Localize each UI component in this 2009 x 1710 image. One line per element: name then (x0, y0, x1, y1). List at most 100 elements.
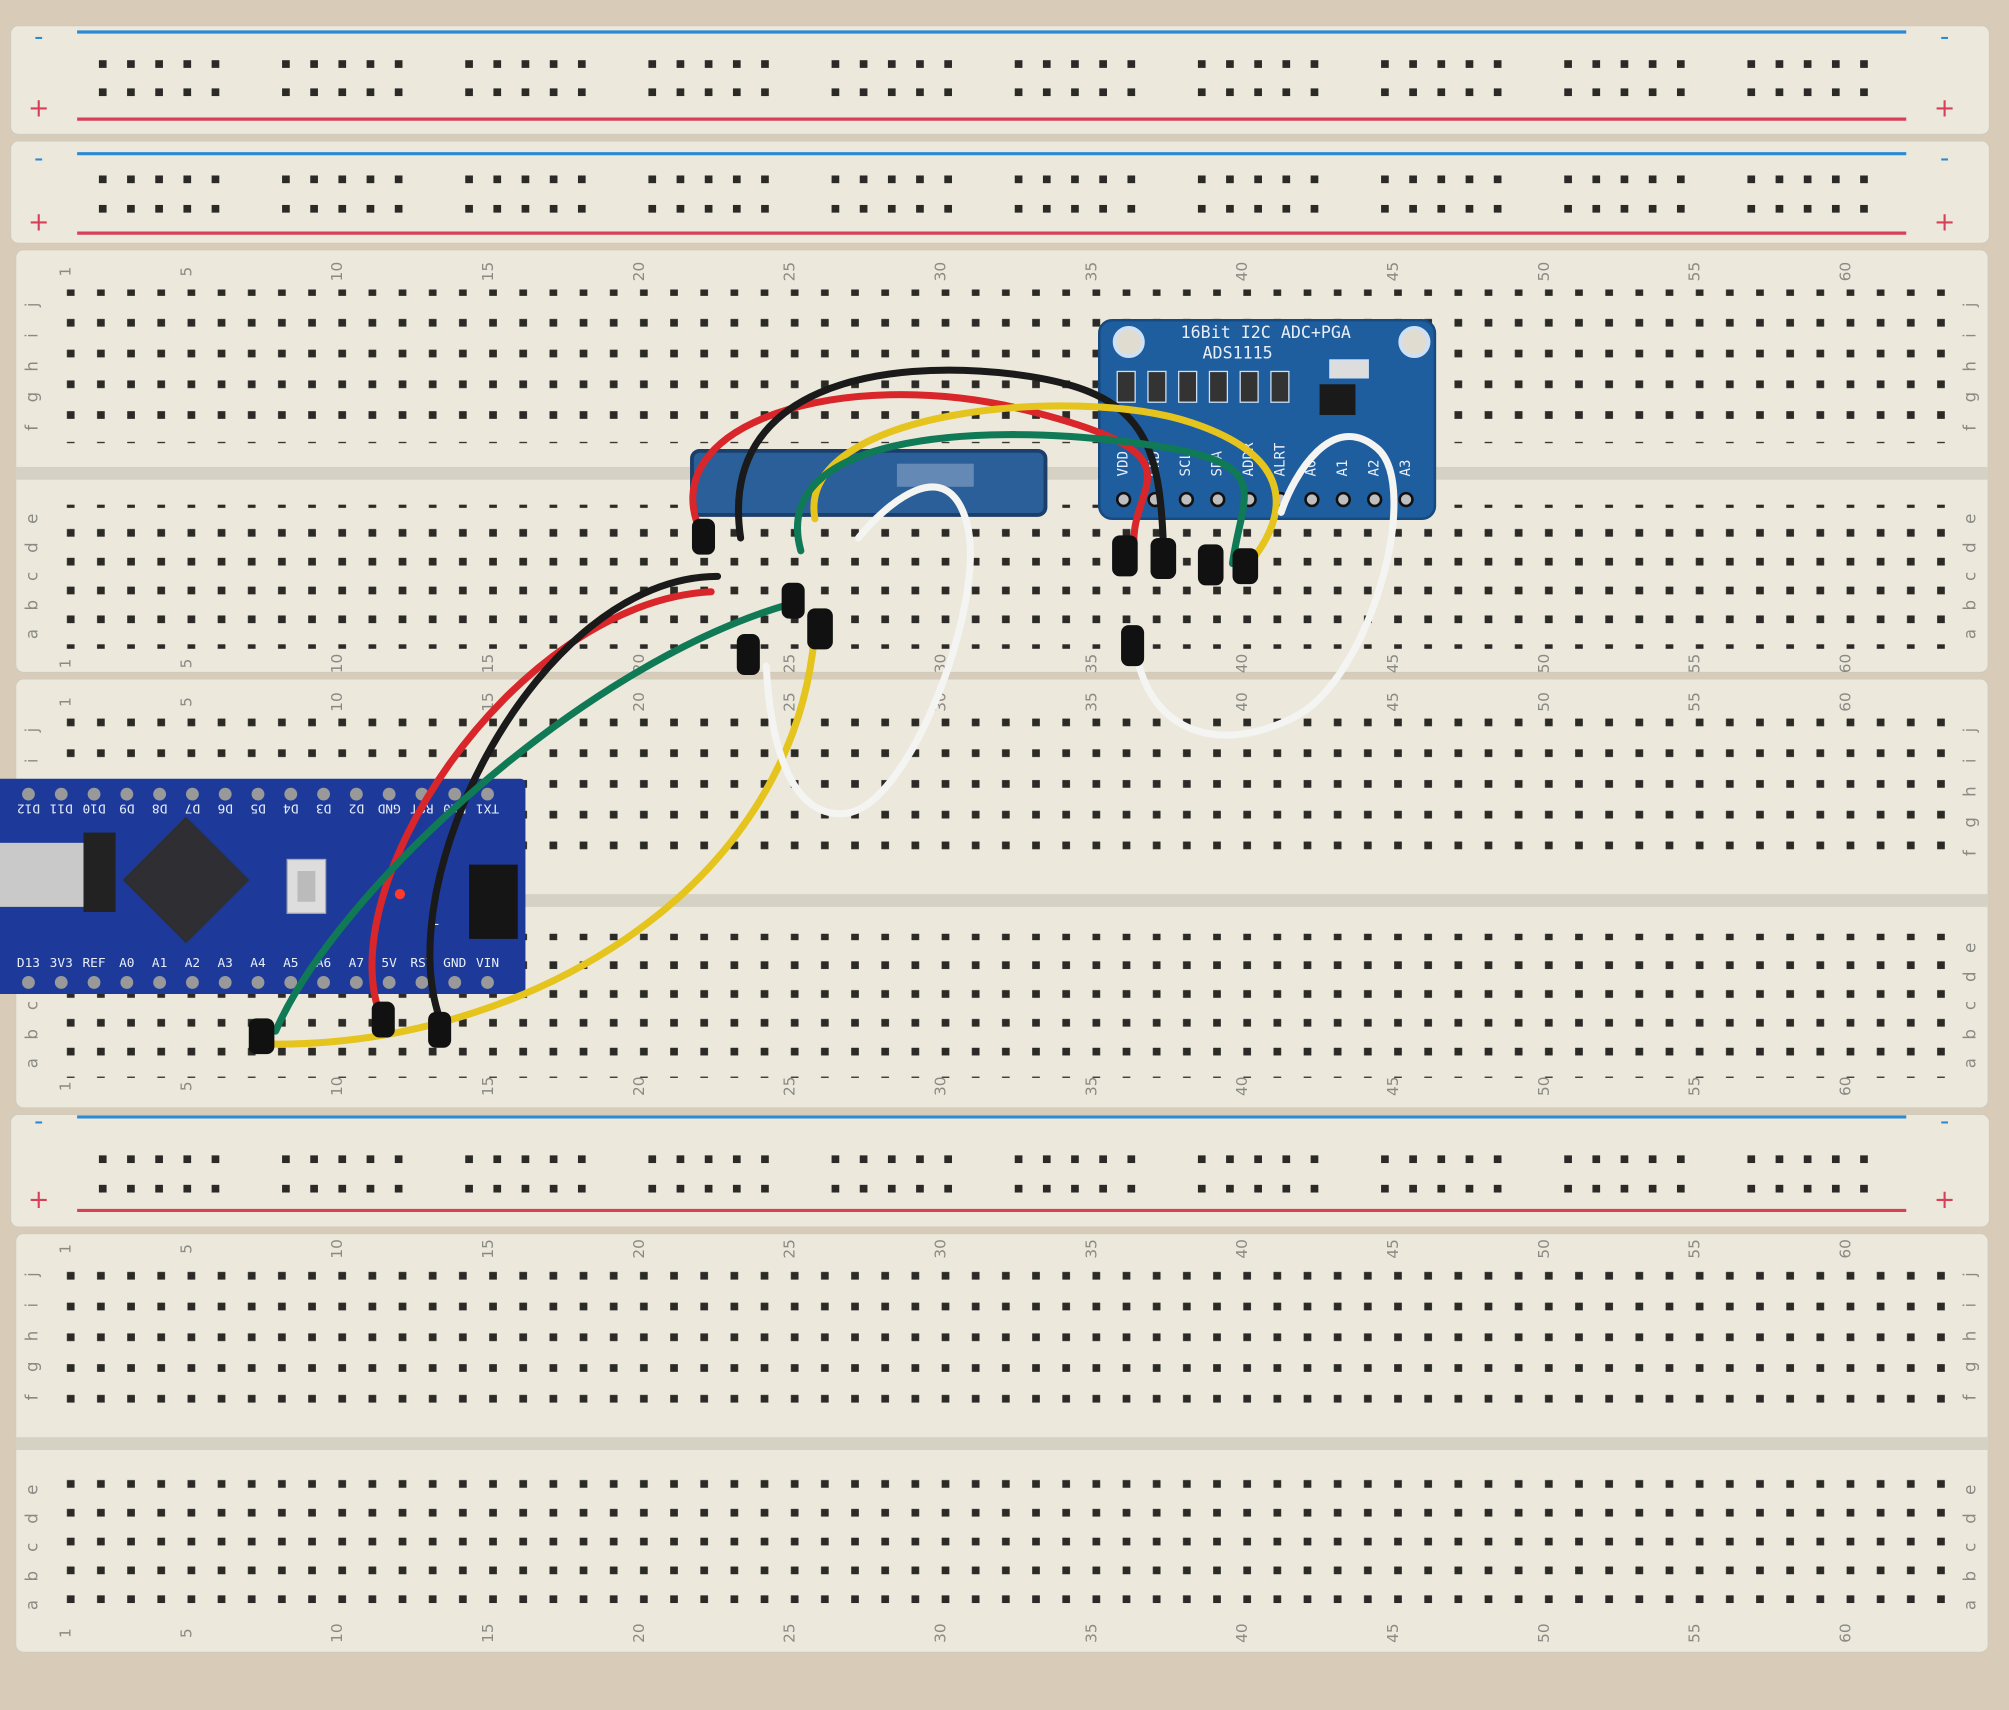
nano-bottom-pin-label: A0 (119, 956, 134, 971)
row-letter: i (1960, 759, 1979, 764)
row-letter: a (22, 629, 41, 639)
nano-top-pin-label: D12 (17, 800, 40, 815)
nano-pin (415, 976, 429, 989)
nano-bottom-pin-label: A7 (349, 956, 364, 971)
nano-pin (22, 976, 35, 989)
row-letter: b (1960, 1571, 1979, 1582)
row-letter: g (22, 1361, 41, 1372)
column-number: 25 (781, 1239, 799, 1259)
column-number: 5 (177, 697, 195, 707)
column-number: 5 (177, 1628, 195, 1638)
column-number: 45 (1384, 1623, 1402, 1643)
microcontroller-chip (122, 816, 250, 944)
icsp-header (469, 864, 518, 939)
row-letter: d (22, 542, 41, 553)
nano-pin (218, 976, 232, 989)
column-number: 55 (1686, 1623, 1704, 1643)
row-letter: b (22, 1029, 41, 1040)
column-number: 20 (630, 692, 648, 712)
row-letter: c (1960, 1001, 1979, 1010)
row-letter: f (1960, 1393, 1979, 1400)
column-number: 45 (1384, 692, 1402, 712)
column-number: 5 (177, 267, 195, 277)
wire-red (368, 588, 715, 1029)
ads-pin (1366, 491, 1383, 508)
column-number: 40 (1233, 654, 1251, 674)
column-number: 5 (177, 659, 195, 669)
row-letter: f (22, 1393, 41, 1400)
column-number: 10 (328, 654, 346, 674)
row-letter: d (1960, 1513, 1979, 1524)
column-number: 45 (1384, 1076, 1402, 1096)
row-letter: b (1960, 600, 1979, 611)
nano-pin (284, 976, 298, 989)
ads-pin (1398, 491, 1414, 508)
column-number: 60 (1836, 654, 1854, 674)
column-number: 50 (1535, 262, 1553, 282)
ads-pin (1115, 491, 1132, 508)
row-letter: a (22, 1058, 41, 1068)
row-letter: a (1960, 1058, 1979, 1068)
row-letter: e (22, 1485, 41, 1495)
row-letter: e (1960, 1485, 1979, 1495)
rail-minus-label: - (34, 22, 43, 52)
column-number: 30 (932, 1076, 950, 1096)
column-number: 25 (781, 262, 799, 282)
nano-pin (317, 976, 330, 989)
rail-minus-label: - (1940, 1107, 1949, 1137)
wire-green (272, 601, 792, 1035)
column-number: 20 (630, 262, 648, 282)
row-letter: a (22, 1600, 41, 1610)
column-number: 10 (328, 1239, 346, 1259)
row-letter: i (1960, 1303, 1979, 1308)
column-number: 40 (1233, 1076, 1251, 1096)
column-number: 1 (57, 1628, 75, 1638)
row-letter: c (22, 1543, 41, 1552)
nano-top-pin-label: D8 (152, 800, 167, 815)
rail-minus-label: - (34, 1107, 43, 1137)
ads-pin (1335, 491, 1351, 508)
nano-pin (218, 787, 232, 801)
column-number: 15 (479, 1076, 497, 1096)
row-letter: j (1960, 1272, 1979, 1278)
ads-pin (1210, 491, 1226, 508)
terminal-strip (15, 1232, 1989, 1653)
row-letter: j (1960, 728, 1979, 734)
column-number: 55 (1686, 262, 1704, 282)
row-letter: c (1960, 572, 1979, 581)
nano-pin (251, 976, 265, 989)
column-number: 35 (1082, 1076, 1100, 1096)
terminal-strip (15, 249, 1989, 674)
nano-pin (22, 787, 35, 801)
wire-black (426, 572, 722, 1029)
row-letter: j (1960, 303, 1979, 309)
ads-pin-label: A3 (1398, 460, 1414, 477)
nano-bottom-pin-label: 3V3 (50, 956, 73, 971)
column-number: 60 (1836, 1076, 1854, 1096)
nano-pin (481, 976, 494, 989)
wire-yellow (259, 626, 819, 1048)
nano-top-pin-label: D6 (217, 800, 232, 815)
row-letter: f (1960, 424, 1979, 431)
row-letter: a (1960, 1600, 1979, 1610)
nano-top-pin-label: TX1 (476, 800, 499, 815)
column-number: 20 (630, 1076, 648, 1096)
row-letter: g (22, 392, 41, 403)
nano-pin (317, 787, 330, 801)
nano-pin (448, 787, 462, 801)
nano-bottom-pin-label: REF (82, 956, 105, 971)
power-rail (9, 140, 1991, 245)
column-number: 55 (1686, 1076, 1704, 1096)
row-letter: a (1960, 629, 1979, 639)
column-number: 35 (1082, 1239, 1100, 1259)
row-letter: b (22, 1571, 41, 1582)
nano-bottom-pin-label: A3 (217, 956, 232, 971)
row-letter: h (22, 361, 41, 372)
nano-bottom-pin-label: A5 (283, 956, 298, 971)
usb-connector (0, 842, 84, 907)
column-number: 60 (1836, 262, 1854, 282)
column-number: 15 (479, 1623, 497, 1643)
ads-part-number: ADS1115 (1203, 344, 1273, 363)
